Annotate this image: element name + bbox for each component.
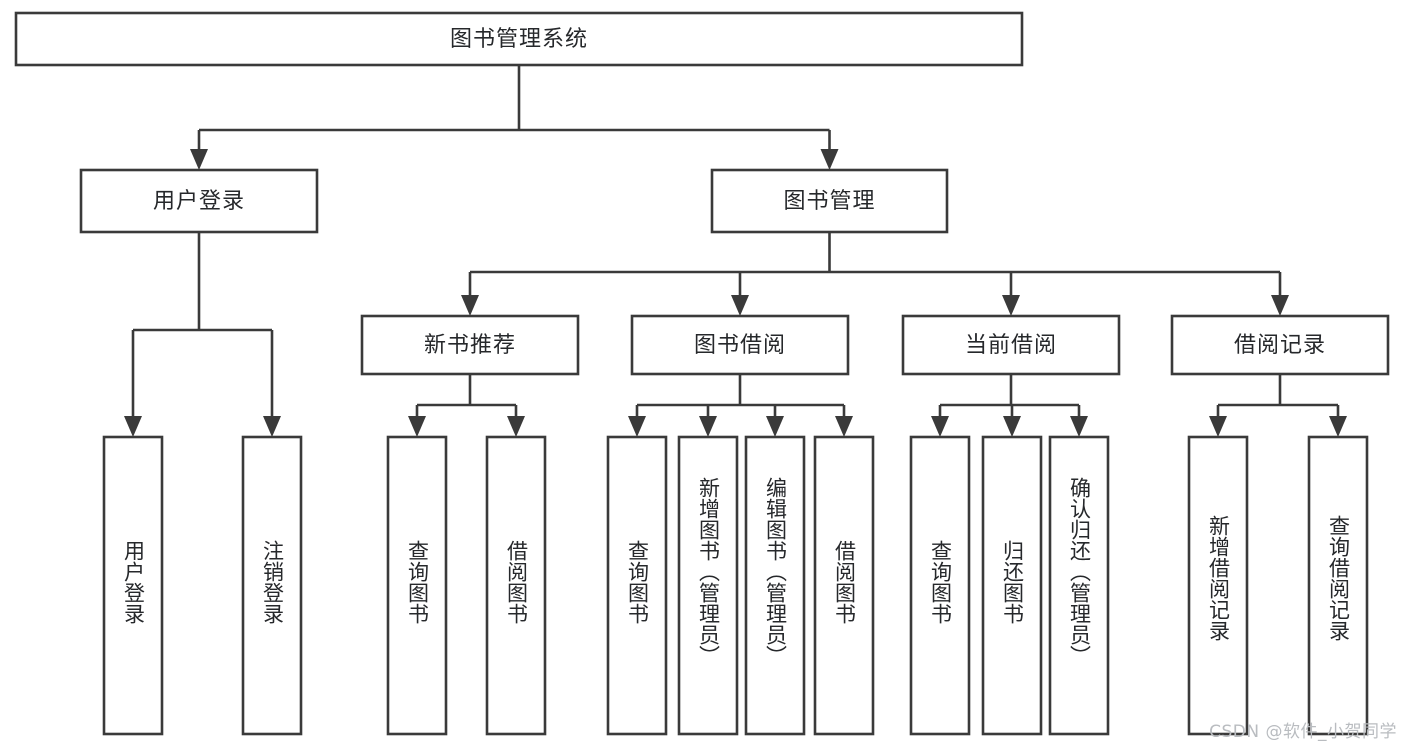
arrow-head-icon — [1271, 295, 1289, 316]
arrow-head-icon — [1329, 416, 1347, 437]
node-leaf-7[interactable] — [744, 435, 806, 736]
arrow-head-icon — [731, 295, 749, 316]
node-leaf-10[interactable] — [981, 435, 1043, 736]
csdn-watermark: CSDN @软件_小贺同学 — [1209, 722, 1397, 742]
boxes-layer — [14, 11, 1390, 736]
node-leaf-13[interactable] — [1307, 435, 1369, 736]
node-leaf-2[interactable] — [241, 435, 303, 736]
node-level3-2[interactable] — [630, 314, 850, 376]
arrow-head-icon — [820, 149, 839, 170]
arrow-head-icon — [1003, 416, 1021, 437]
node-leaf-8[interactable] — [813, 435, 875, 736]
node-leaf-3[interactable] — [386, 435, 448, 736]
arrow-head-icon — [699, 416, 717, 437]
arrow-head-icon — [1002, 295, 1020, 316]
arrow-head-icon — [1070, 416, 1088, 437]
node-leaf-4[interactable] — [485, 435, 547, 736]
node-level2-1[interactable] — [79, 168, 319, 234]
arrow-head-icon — [835, 416, 853, 437]
node-leaf-9[interactable] — [909, 435, 971, 736]
node-root-book-management-system[interactable] — [14, 11, 1024, 67]
arrow-head-icon — [190, 149, 208, 170]
arrow-head-icon — [507, 416, 525, 437]
arrow-head-icon — [766, 416, 784, 437]
node-level3-1[interactable] — [360, 314, 580, 376]
node-level3-4[interactable] — [1170, 314, 1390, 376]
arrow-head-icon — [628, 416, 646, 437]
node-leaf-6[interactable] — [677, 435, 739, 736]
arrow-head-icon — [263, 416, 281, 437]
arrow-head-icon — [931, 416, 949, 437]
arrow-head-icon — [124, 416, 142, 437]
node-leaf-1[interactable] — [102, 435, 164, 736]
node-level3-3[interactable] — [901, 314, 1121, 376]
arrow-head-icon — [461, 295, 479, 316]
node-leaf-11[interactable] — [1048, 435, 1110, 736]
node-leaf-5[interactable] — [606, 435, 668, 736]
node-level2-2[interactable] — [710, 168, 949, 234]
connectors-layer — [124, 65, 1347, 437]
arrow-head-icon — [1209, 416, 1227, 437]
arrow-head-icon — [408, 416, 426, 437]
node-leaf-12[interactable] — [1187, 435, 1249, 736]
